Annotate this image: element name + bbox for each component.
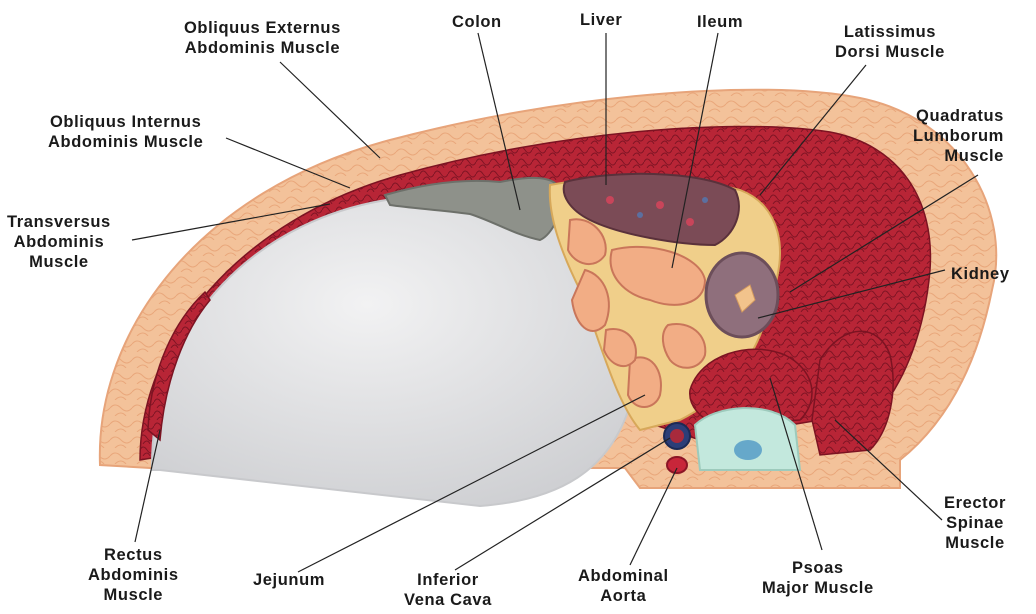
label-kidney: Kidney	[951, 264, 1010, 284]
label-psoas: Psoas Major Muscle	[762, 558, 874, 598]
label-liver: Liver	[580, 10, 622, 30]
ivc-inner	[670, 429, 684, 443]
label-ivc: Inferior Vena Cava	[404, 570, 492, 610]
label-transversus: Transversus Abdominis Muscle	[7, 212, 111, 272]
label-aorta: Abdominal Aorta	[578, 566, 669, 606]
label-obliquus-externus: Obliquus Externus Abdominis Muscle	[184, 18, 341, 58]
label-erector: Erector Spinae Muscle	[944, 493, 1006, 553]
label-ileum: Ileum	[697, 12, 743, 32]
label-obliquus-internus: Obliquus Internus Abdominis Muscle	[48, 112, 203, 152]
label-jejunum: Jejunum	[253, 570, 325, 590]
label-latissimus: Latissimus Dorsi Muscle	[835, 22, 945, 62]
label-colon: Colon	[452, 12, 502, 32]
label-rectus: Rectus Abdominis Muscle	[88, 545, 179, 605]
spinal-canal	[734, 440, 762, 460]
vertebra-shape	[695, 408, 800, 470]
label-quadratus: Quadratus Lumborum Muscle	[913, 106, 1004, 166]
aorta-shape	[667, 457, 687, 473]
